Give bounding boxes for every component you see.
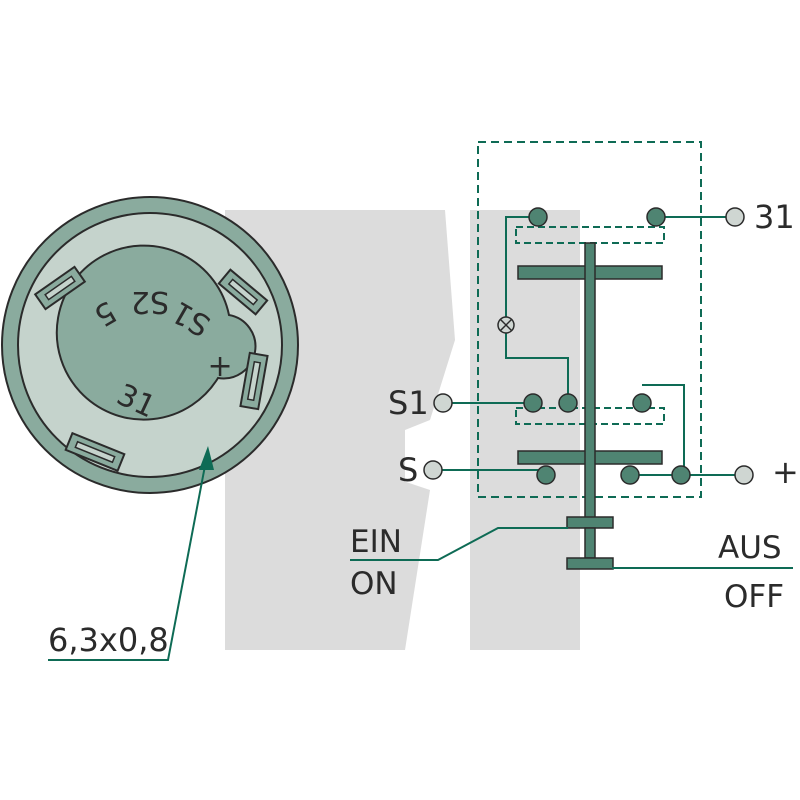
blade-terminal-top-right [217, 268, 269, 316]
plunger-off-stop [566, 557, 614, 570]
contact-top-left [528, 207, 548, 227]
blade-terminal-bottom-left [64, 431, 126, 473]
terminal-label-plus: + [772, 453, 799, 491]
callout-arrowhead [199, 446, 214, 470]
plunger-on-stop [566, 516, 614, 529]
lamp-wire [505, 216, 569, 403]
switch-schematic: 31 S1 S + EIN ON AUS OFF [350, 141, 799, 615]
terminal-s1 [433, 393, 453, 413]
wire-plus-riser [642, 384, 685, 475]
contact-s1-b [558, 393, 578, 413]
connector-center-face [55, 244, 257, 421]
terminal-31 [725, 207, 745, 227]
terminal-label-31: 31 [754, 198, 795, 236]
dimension-callout: 6,3x0,8 [48, 446, 214, 661]
terminal-plus [734, 465, 754, 485]
connector-face: S2 S1 + 31 5 [1, 196, 299, 494]
contact-plus-lower-b [671, 465, 691, 485]
position-label-aus: AUS [718, 530, 782, 566]
contact-top-right [646, 207, 666, 227]
position-label-on: ON [350, 566, 398, 602]
plunger-stem [584, 527, 596, 559]
blade-terminal-left [33, 265, 87, 311]
indicator-lamp-icon [497, 316, 515, 334]
on-leader-line [350, 527, 568, 561]
plunger-shaft [584, 242, 596, 519]
contact-s-lower [536, 465, 556, 485]
face-label-s2: S2 [131, 284, 169, 319]
terminal-s [423, 460, 443, 480]
callout-leader-line [48, 449, 209, 661]
contact-s1-a [523, 393, 543, 413]
position-label-ein: EIN [350, 524, 402, 560]
position-label-off: OFF [724, 579, 784, 615]
dimension-label: 6,3x0,8 [48, 621, 169, 659]
contact-plus-lower-a [620, 465, 640, 485]
face-label-plus: + [207, 349, 232, 384]
contact-plus-upper [632, 393, 652, 413]
watermark-logo [225, 210, 580, 650]
terminal-label-s1: S1 [388, 384, 429, 422]
terminal-label-s: S [398, 451, 418, 489]
blade-terminal-right [239, 351, 269, 411]
